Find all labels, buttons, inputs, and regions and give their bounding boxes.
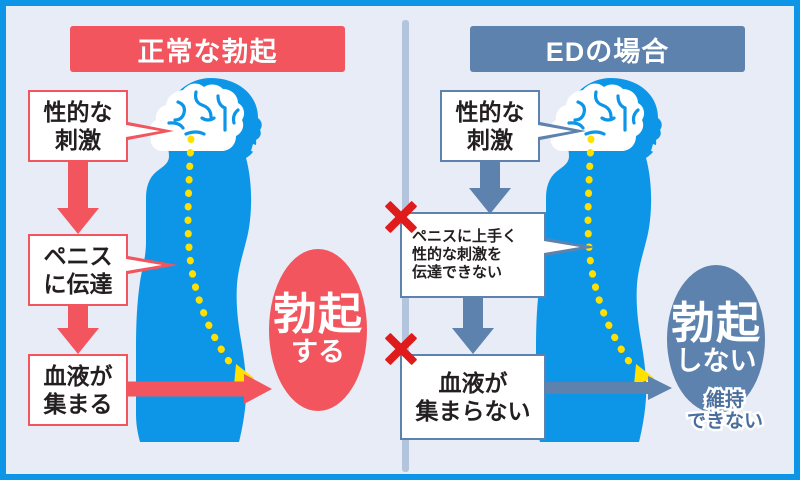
flow-box-ed-3-line2: 集まらない [415, 398, 531, 424]
result-normal-sub: する [291, 337, 345, 368]
flow-box-normal-2: ペニス に伝達 [28, 234, 128, 306]
status-badge-ed-line2: できない [684, 409, 765, 435]
flow-box-normal-2-line2: に伝達 [43, 271, 113, 297]
arrow-down-ed-2 [451, 298, 495, 356]
arrow-down-normal-2 [56, 306, 100, 356]
flow-box-normal-3-line1: 血液が [43, 362, 113, 389]
callout-tail-ed-1-inner [538, 125, 572, 137]
flow-box-ed-1-line2: 刺激 [467, 127, 513, 153]
callout-tail-normal-1-inner [126, 125, 160, 137]
flow-box-ed-1: 性的な 刺激 [440, 90, 540, 162]
result-badge-ed: 勃起 しない [667, 265, 765, 413]
flow-box-ed-1-line1: 性的な [455, 98, 525, 125]
flow-box-ed-2-line2: 性的な刺激を [412, 245, 503, 263]
flow-box-normal-2-line1: ペニス [43, 242, 113, 269]
panel-title-normal: 正常な勃起 [70, 26, 345, 72]
arrow-down-normal-1 [56, 162, 100, 234]
male-figure-normal [136, 78, 262, 442]
flow-box-ed-3-line1: 血液が [438, 369, 508, 396]
arrow-right-ed-result [546, 376, 678, 400]
callout-tail-normal-2-inner [126, 259, 162, 271]
flow-box-normal-3: 血液が 集まる [28, 354, 128, 426]
x-mark-icon-2 [383, 331, 419, 367]
status-badge-ed: 維持 できない [679, 387, 771, 435]
status-badge-ed-line1: 維持 [703, 387, 746, 413]
flow-box-ed-3: 血液が 集まらない [400, 354, 546, 440]
flow-box-normal-1-line1: 性的な [43, 98, 113, 125]
flow-box-normal-1-line2: 刺激 [55, 127, 101, 153]
flow-box-normal-1: 性的な 刺激 [28, 90, 128, 162]
panel-title-ed: EDの場合 [470, 26, 745, 72]
callout-tail-ed-2-inner [544, 241, 580, 253]
x-mark-icon-1 [383, 199, 419, 235]
arrow-right-normal-result [128, 374, 276, 404]
result-badge-normal: 勃起 する [269, 249, 367, 411]
result-ed-sub: しない [675, 346, 757, 377]
flow-box-ed-2: ペニスに上手く 性的な刺激を 伝達できない [400, 212, 546, 298]
result-normal-headline: 勃起 [273, 290, 363, 340]
result-ed-headline: 勃起 [671, 299, 761, 349]
arrow-down-ed-1 [468, 162, 512, 214]
flow-box-normal-3-line2: 集まる [43, 391, 113, 417]
flow-box-ed-2-line1: ペニスに上手く [412, 227, 518, 245]
flow-box-ed-2-line3: 伝達できない [412, 264, 503, 282]
